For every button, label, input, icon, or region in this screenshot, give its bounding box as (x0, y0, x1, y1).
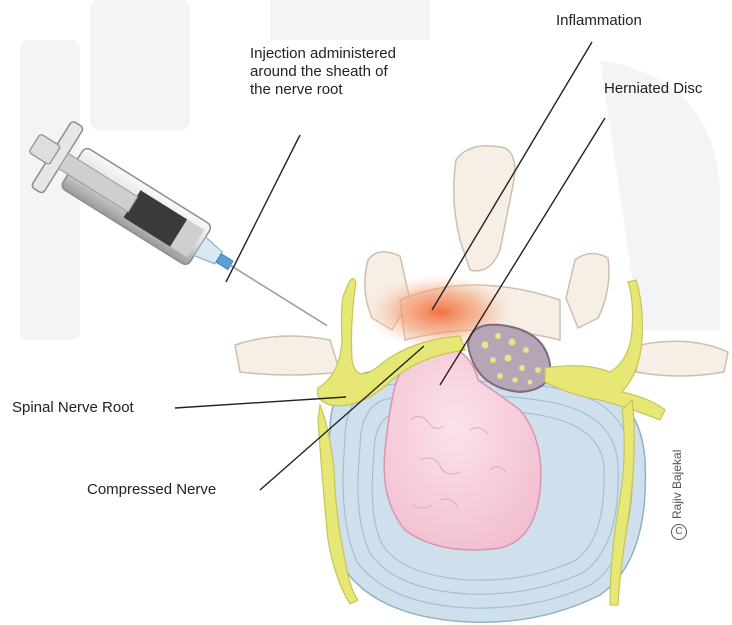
compressed-nerve-label: Compressed Nerve (87, 481, 216, 499)
inflammation-label: Inflammation (556, 12, 642, 30)
injection-label: Injection administered around the sheath… (250, 45, 410, 99)
spinal-nerve-root-label: Spinal Nerve Root (12, 399, 134, 417)
herniated-disc-label: Herniated Disc (604, 80, 702, 98)
artist-name: Rajiv Bajekal (670, 450, 684, 519)
artist-credit: C Rajiv Bajekal (670, 450, 687, 540)
copyright-icon: C (671, 524, 687, 540)
